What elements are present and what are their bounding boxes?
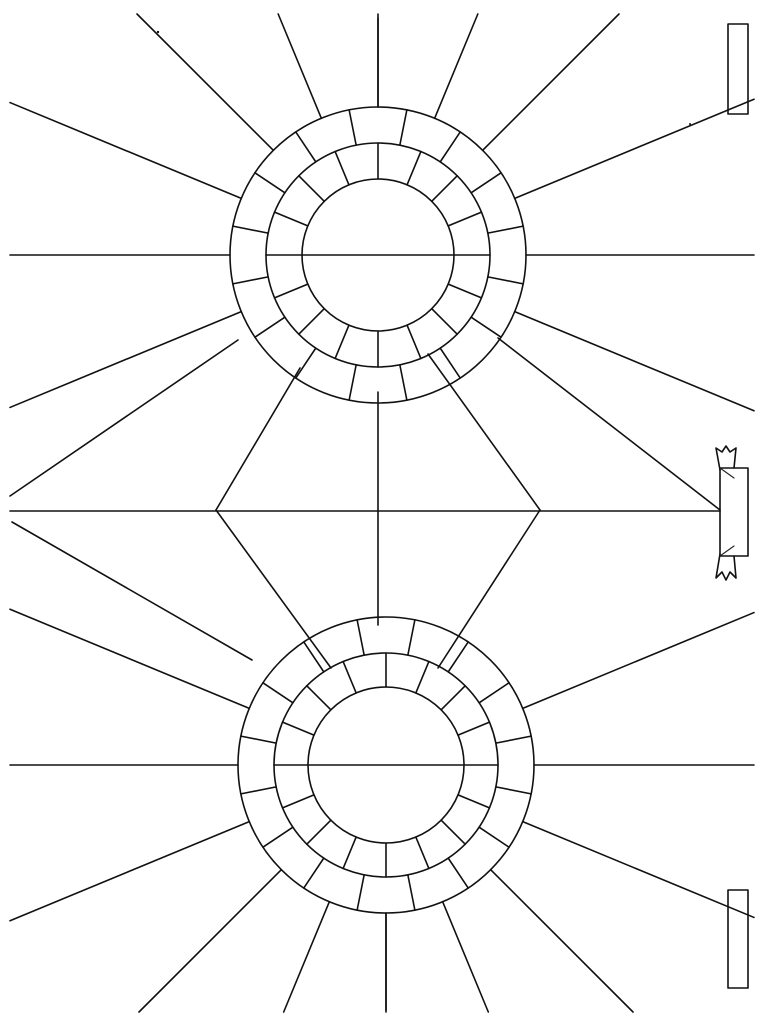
banner-bottom-tail — [715, 553, 737, 581]
lower-wheel — [9, 608, 755, 1013]
diamond-edge-lower-right — [437, 509, 541, 669]
middle-band-divider — [447, 283, 483, 299]
middle-band-divider — [273, 283, 309, 299]
outer-band-divider — [262, 826, 294, 849]
outer-band-divider — [240, 786, 277, 795]
diamond-connector — [9, 337, 721, 669]
outer-spoke — [9, 101, 243, 200]
right-sweep-upper — [497, 337, 721, 511]
middle-band-divider — [430, 175, 458, 203]
middle-band-divider — [440, 819, 466, 845]
outer-band-divider — [254, 171, 286, 194]
outer-spoke — [136, 13, 275, 152]
middle-band-divider — [447, 211, 483, 227]
outer-band-divider — [348, 109, 357, 146]
stray-mark-right — [689, 123, 691, 125]
outer-band-divider — [478, 681, 510, 704]
outer-spoke — [138, 868, 283, 1013]
banner-body — [719, 467, 749, 557]
middle-band-divider — [306, 819, 332, 845]
outer-spoke — [513, 310, 755, 412]
middle-band-divider — [334, 150, 350, 186]
outer-band-divider — [232, 225, 269, 234]
outer-band-divider — [407, 874, 416, 911]
middle-band-divider — [298, 307, 326, 335]
stray-mark-top — [156, 30, 160, 34]
middle-band-divider — [430, 307, 458, 335]
outer-band-divider — [487, 276, 524, 285]
middle-band-divider — [457, 721, 491, 736]
outer-band-divider — [478, 826, 510, 849]
outer-band-divider — [302, 641, 325, 673]
outer-band-divider — [399, 364, 408, 401]
outer-band-divider — [495, 735, 532, 744]
outer-band-divider — [399, 109, 408, 146]
outer-spoke — [282, 900, 331, 1013]
left-sweep-upper — [9, 339, 239, 497]
outer-band-divider — [447, 857, 470, 889]
bottom-right-blank-label — [727, 889, 749, 989]
outer-band-divider — [294, 131, 317, 163]
middle-band-divider — [440, 685, 466, 711]
middle-band-divider — [415, 660, 430, 694]
outer-band-divider — [356, 874, 365, 911]
outer-band-divider — [470, 171, 502, 194]
middle-band-divider — [306, 685, 332, 711]
outer-band-divider — [495, 786, 532, 795]
outer-band-divider — [487, 225, 524, 234]
outer-band-divider — [439, 131, 462, 163]
outer-spoke — [521, 611, 755, 710]
outer-band-divider — [232, 276, 269, 285]
outer-band-divider — [348, 364, 357, 401]
outer-spoke — [441, 900, 490, 1013]
middle-band-divider — [406, 150, 422, 186]
outer-spoke — [521, 820, 755, 919]
middle-band-divider — [457, 794, 491, 809]
middle-right-banner — [715, 445, 749, 581]
outer-band-divider — [262, 681, 294, 704]
outer-spoke — [277, 13, 323, 120]
outer-band-divider — [240, 735, 277, 744]
middle-band-divider — [281, 794, 315, 809]
outer-band-divider — [294, 347, 317, 379]
diamond-edge-lower-left — [215, 509, 332, 669]
middle-band-divider — [298, 175, 326, 203]
banner-fold-bottom — [719, 545, 735, 557]
outer-band-divider — [302, 857, 325, 889]
middle-band-divider — [342, 836, 357, 870]
middle-band-divider — [334, 324, 350, 360]
upper-wheel — [9, 13, 755, 412]
outer-band-divider — [447, 641, 470, 673]
middle-band-divider — [281, 721, 315, 736]
outer-spoke — [9, 608, 251, 710]
outer-spoke — [9, 820, 251, 922]
outer-spoke — [9, 310, 243, 409]
top-right-blank-label — [727, 23, 749, 115]
banner-fold-top — [719, 467, 735, 479]
outer-band-divider — [470, 316, 502, 339]
outer-spoke — [433, 13, 479, 120]
middle-band-divider — [273, 211, 309, 227]
left-sweep-lower — [11, 521, 253, 661]
diamond-edge-upper-left — [215, 367, 301, 511]
outer-spoke — [481, 13, 620, 152]
outer-spoke — [513, 98, 755, 200]
middle-band-divider — [415, 836, 430, 870]
outer-band-divider — [439, 347, 462, 379]
banner-top-tail — [715, 445, 737, 471]
outer-band-divider — [254, 316, 286, 339]
outer-band-divider — [356, 619, 365, 656]
outer-spoke — [489, 868, 634, 1013]
outer-band-divider — [407, 619, 416, 656]
middle-band-divider — [342, 660, 357, 694]
diamond-edge-upper-right — [427, 353, 541, 511]
middle-band-divider — [406, 324, 422, 360]
